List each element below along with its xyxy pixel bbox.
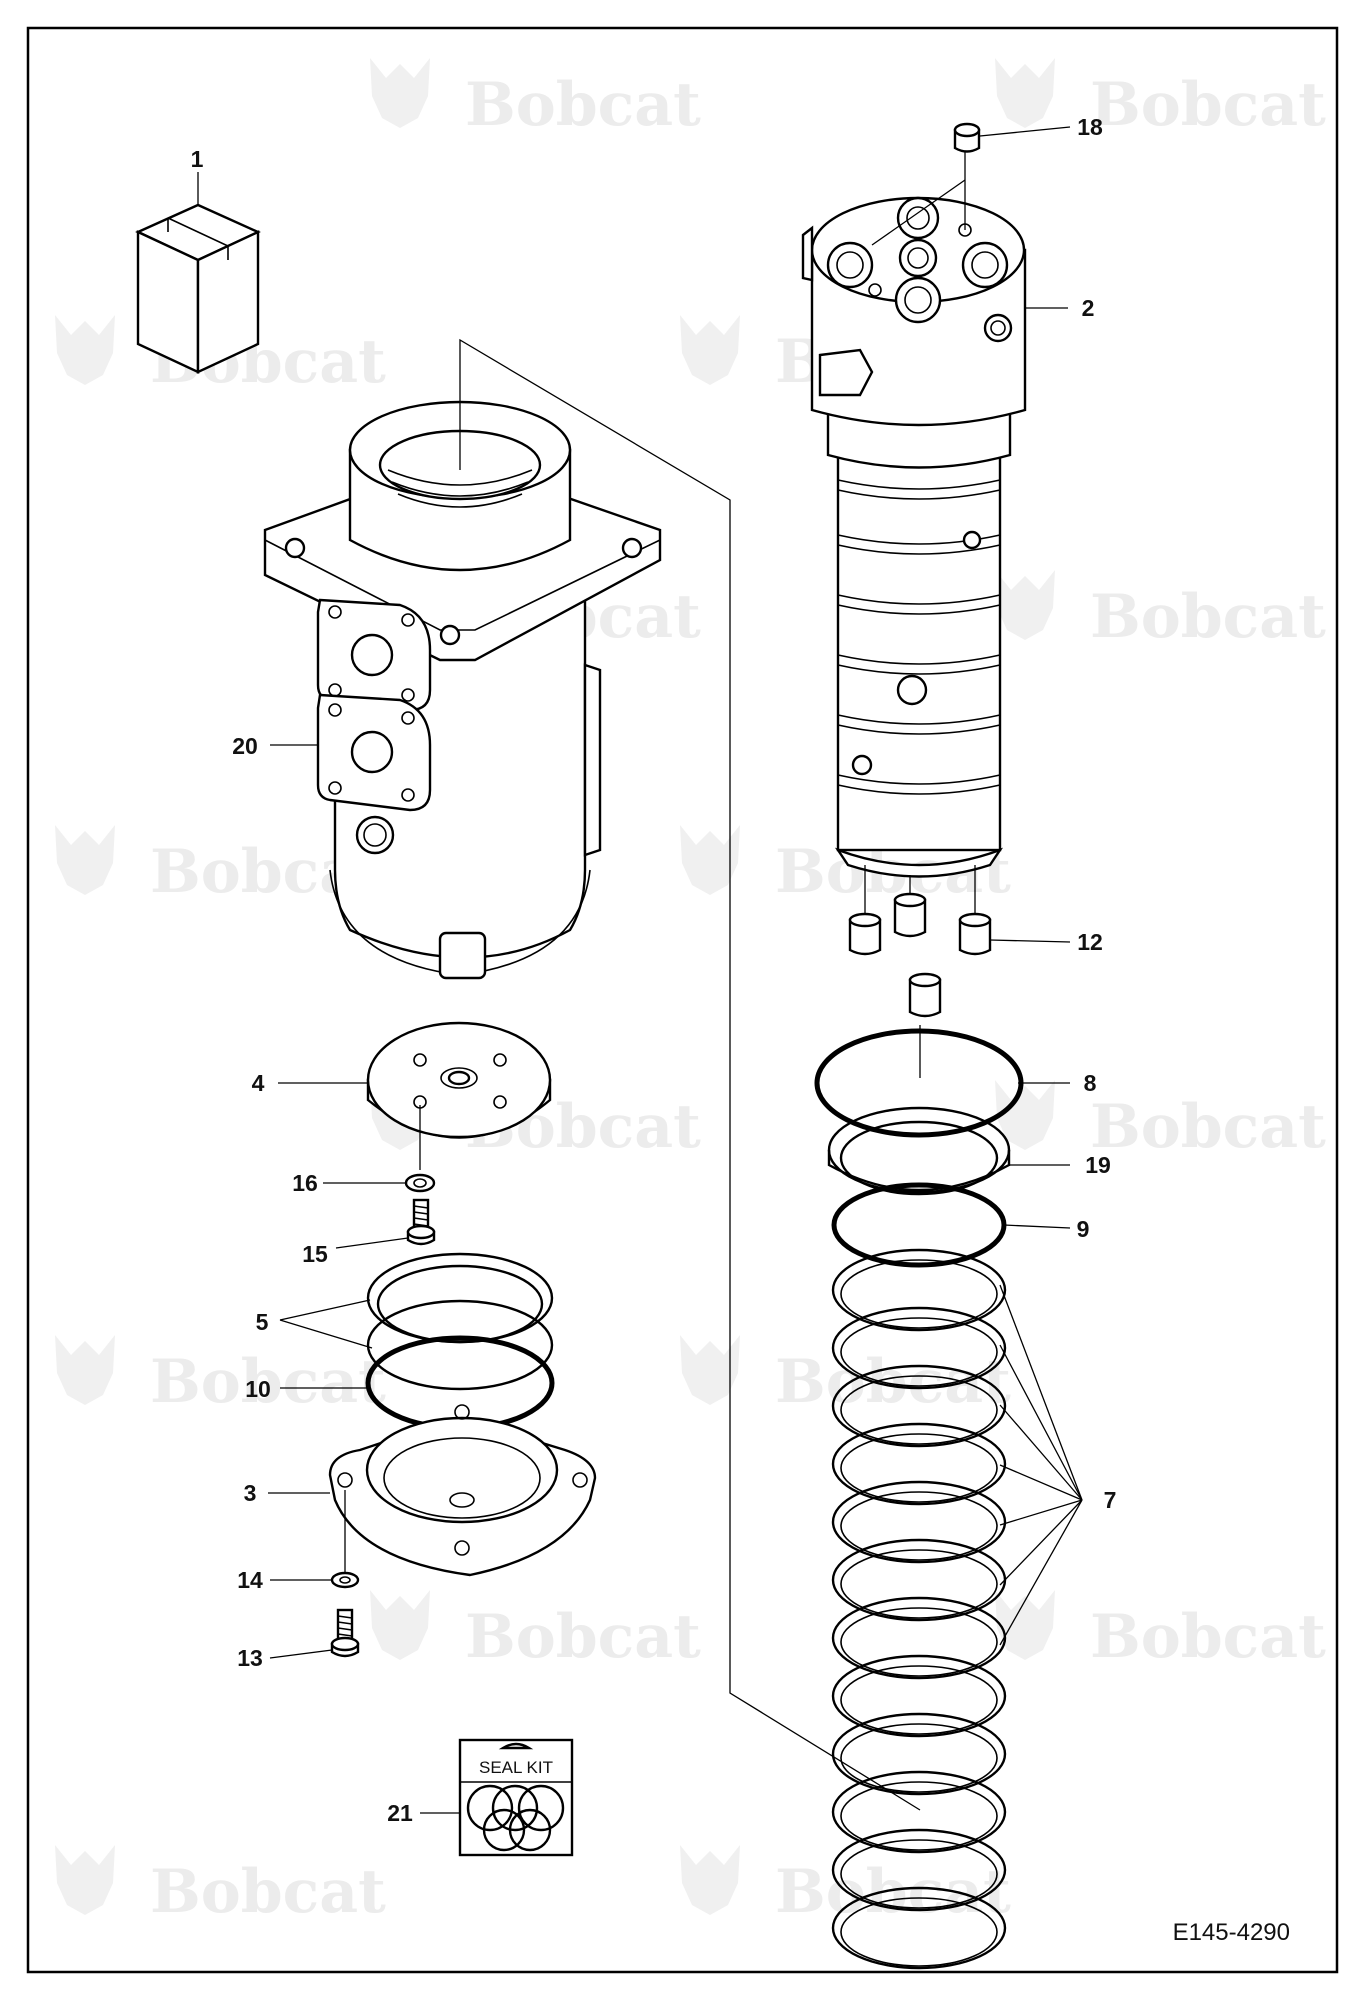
ring-inner: [840, 1491, 998, 1561]
ring-inner: [840, 1375, 998, 1445]
ring-inner: [840, 1433, 998, 1503]
part-13-bolt: [269, 1608, 360, 1659]
part-8-oring: [814, 1028, 1070, 1138]
part-16-washer: [323, 1173, 436, 1193]
ring-outer: [831, 1654, 1007, 1738]
watermark-10: Bobcat: [995, 1080, 1326, 1162]
svg-text:Bobcat: Bobcat: [465, 70, 701, 140]
svg-text:Bobcat: Bobcat: [1090, 582, 1326, 652]
document-id: E145-4290: [1173, 1919, 1290, 1946]
seal-kit-label: SEAL KIT: [479, 1758, 553, 1777]
part-4-disc: [278, 1021, 552, 1170]
callout-labels: 1 18 2 20 12 4 8 16 19 15 9 5 10 7 3 14 …: [191, 114, 1117, 1826]
ring-outer: [831, 1248, 1007, 1332]
callout-12: 12: [1077, 929, 1103, 955]
ring-outer: [831, 1596, 1007, 1680]
watermark-11: Bobcat: [55, 1335, 386, 1417]
part-2-spindle: [801, 122, 1071, 878]
ring-outer: [831, 1480, 1007, 1564]
ring-outer: [831, 1770, 1007, 1854]
callout-8: 8: [1084, 1070, 1097, 1096]
callout-15: 15: [302, 1241, 328, 1267]
ring-outer: [831, 1712, 1007, 1796]
callout-18: 18: [1077, 114, 1103, 140]
part-9-oring: [831, 1182, 1071, 1268]
part-1-box: [135, 172, 261, 374]
callout-19: 19: [1085, 1152, 1111, 1178]
ring-outer: [831, 1364, 1007, 1448]
part-12-plugs: [848, 865, 1071, 1078]
watermark-6: Bobcat: [995, 570, 1326, 652]
svg-text:Bobcat: Bobcat: [150, 1857, 386, 1927]
callout-3: 3: [244, 1480, 257, 1506]
part-21-seal-kit: SEAL KIT: [420, 1738, 574, 1857]
part-5-rings: [279, 1252, 554, 1391]
bracket-lines: [459, 338, 921, 1811]
ring-inner: [840, 1781, 998, 1851]
callout-14: 14: [237, 1567, 263, 1593]
ring-inner: [840, 1259, 998, 1329]
callout-2: 2: [1082, 295, 1095, 321]
svg-text:Bobcat: Bobcat: [1090, 70, 1326, 140]
svg-text:Bobcat: Bobcat: [1090, 1092, 1326, 1162]
callout-4: 4: [252, 1070, 265, 1096]
watermark-13: Bobcat: [370, 1590, 701, 1672]
svg-text:Bobcat: Bobcat: [150, 1347, 386, 1417]
callout-20: 20: [232, 733, 258, 759]
ring-inner: [840, 1549, 998, 1619]
svg-text:Bobcat: Bobcat: [1090, 1602, 1326, 1672]
callout-10: 10: [245, 1376, 271, 1402]
ring-inner: [840, 1317, 998, 1387]
ring-inner: [840, 1665, 998, 1735]
part-19-ring: [827, 1106, 1070, 1196]
part-7-ring-stack: [831, 1248, 1007, 1970]
watermark-1: Bobcat: [370, 58, 701, 140]
watermark-16: Bobcat: [680, 1845, 1011, 1927]
ring-inner: [840, 1607, 998, 1677]
ring-inner: [840, 1897, 998, 1967]
callout-1: 1: [191, 146, 204, 172]
callout-7: 7: [1104, 1487, 1117, 1513]
callout-21: 21: [387, 1800, 413, 1826]
callout-13: 13: [237, 1645, 263, 1671]
ring-inner: [840, 1723, 998, 1793]
part-14-washer: [270, 1571, 360, 1589]
part-18-screw: [871, 122, 1071, 246]
ring-outer: [831, 1306, 1007, 1390]
watermark-14: Bobcat: [995, 1590, 1326, 1672]
callout-16: 16: [292, 1170, 318, 1196]
part-3-cover: [268, 1404, 597, 1577]
watermark-15: Bobcat: [55, 1845, 386, 1927]
callout-9: 9: [1077, 1216, 1090, 1242]
svg-text:Bobcat: Bobcat: [775, 1347, 1011, 1417]
ring-outer: [831, 1886, 1007, 1970]
callout-5: 5: [256, 1309, 269, 1335]
watermark-2: Bobcat: [995, 58, 1326, 140]
watermark-12: Bobcat: [680, 1335, 1011, 1417]
part-15-bolt: [335, 1198, 436, 1249]
ring-inner: [840, 1839, 998, 1909]
part-20-housing: [263, 400, 662, 980]
svg-text:Bobcat: Bobcat: [465, 1602, 701, 1672]
part-7-leaders: [999, 1284, 1083, 1646]
svg-text:Bobcat: Bobcat: [775, 1857, 1011, 1927]
ring-outer: [831, 1422, 1007, 1506]
frame-border: [26, 26, 1339, 1974]
ring-outer: [831, 1828, 1007, 1912]
